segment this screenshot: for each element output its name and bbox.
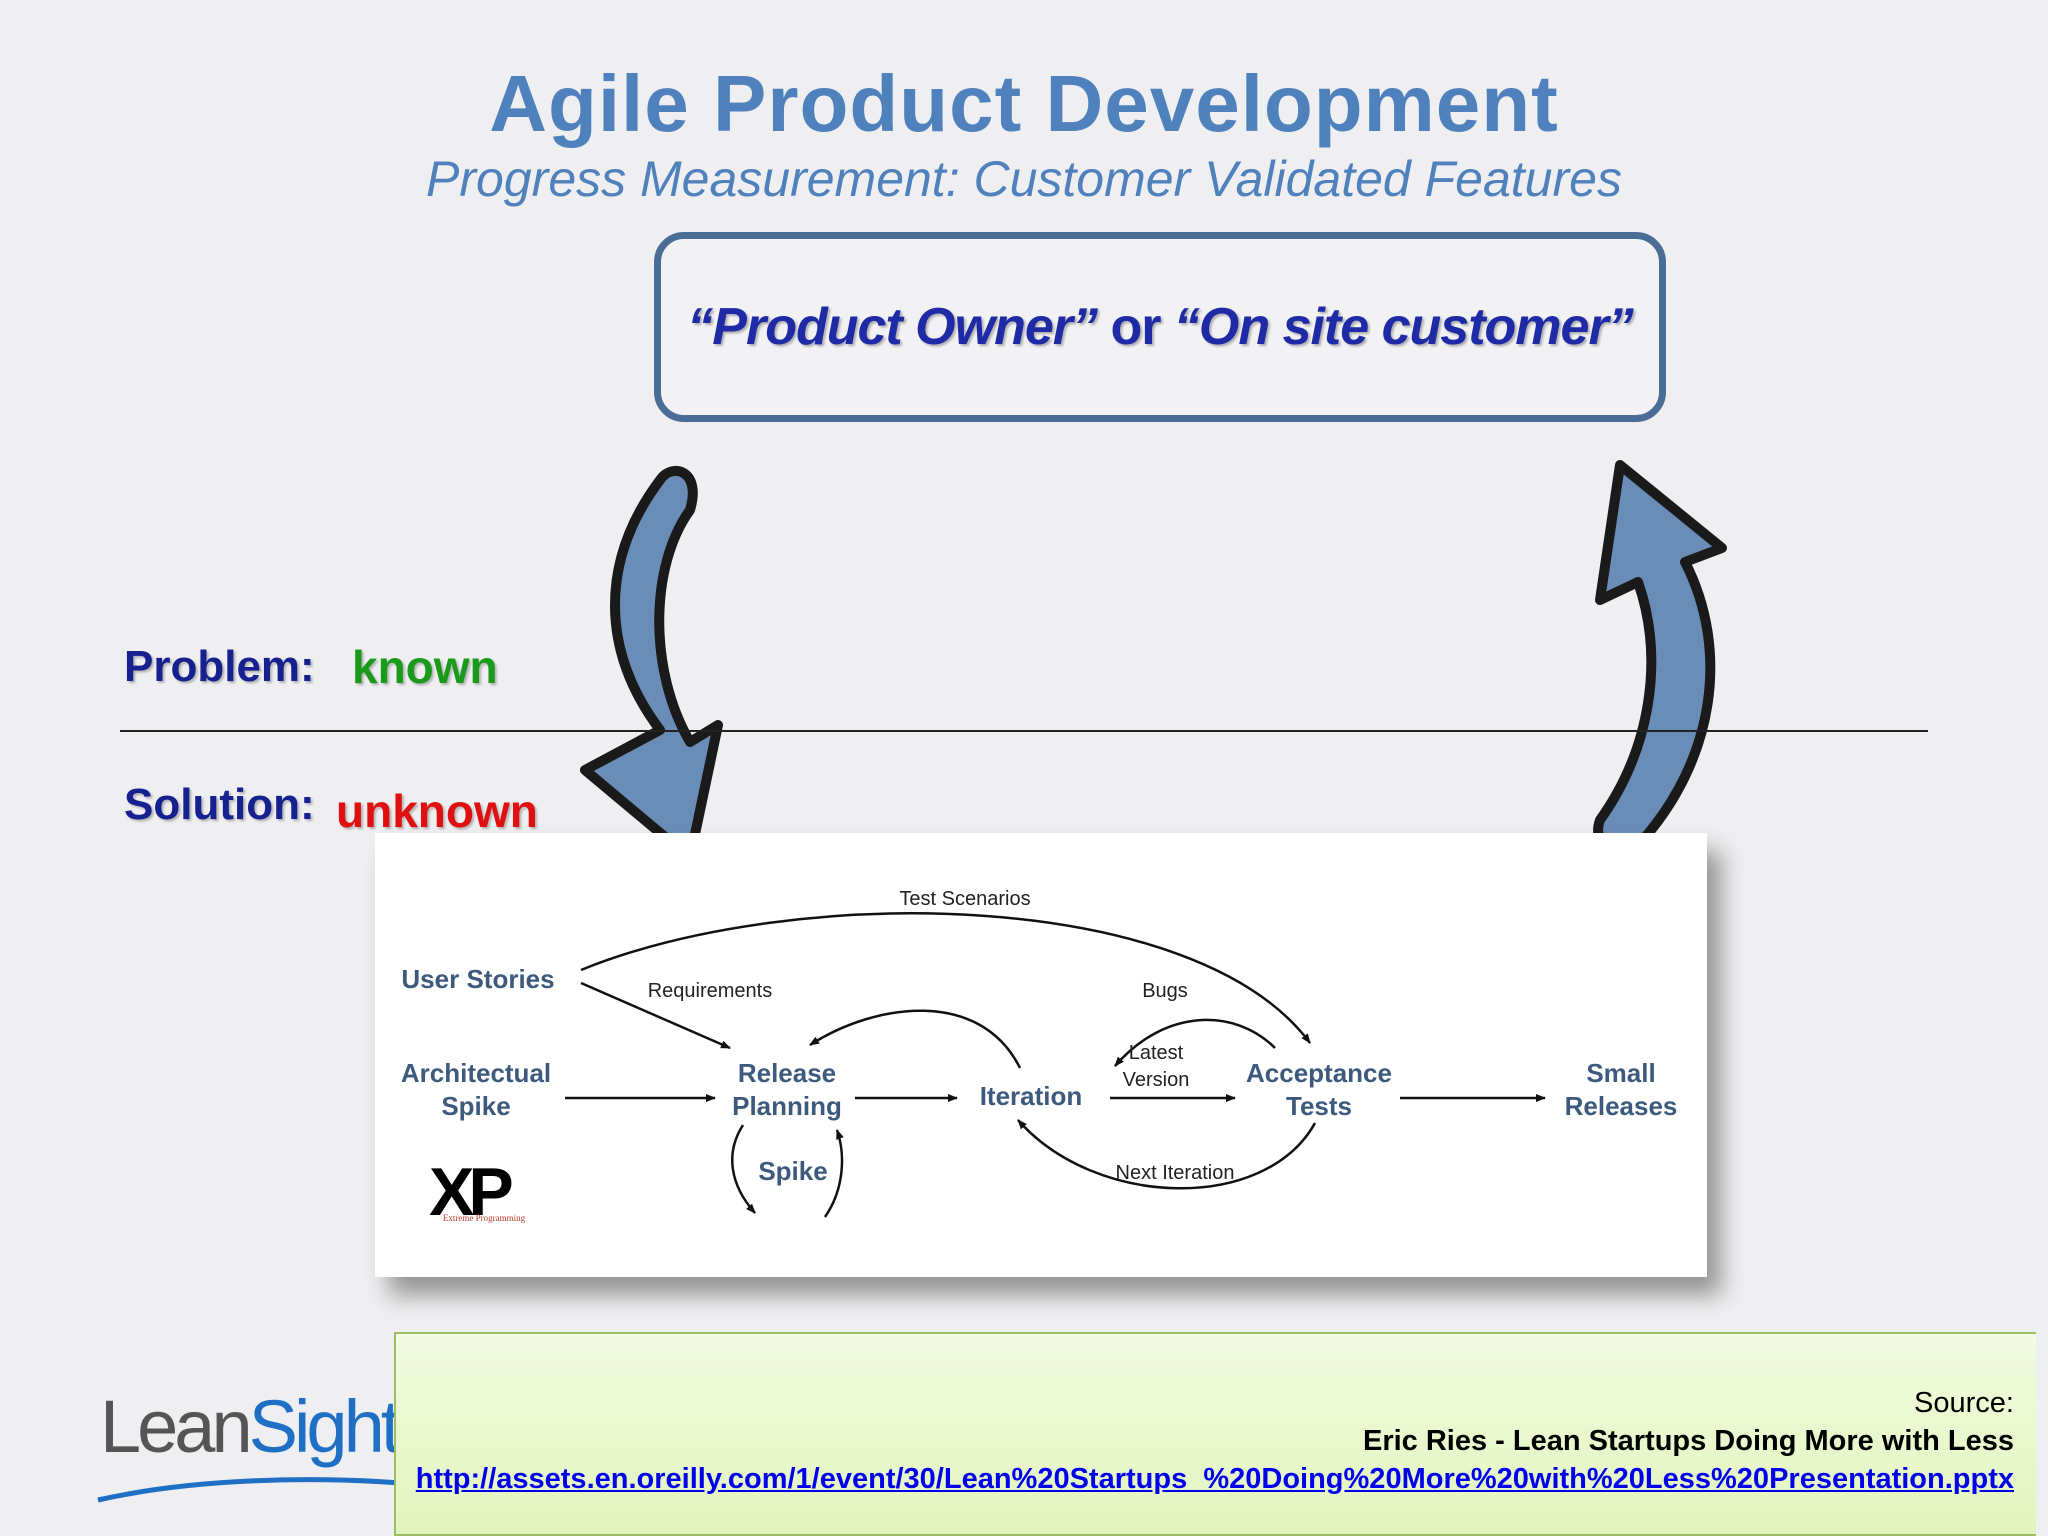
- source-link[interactable]: http://assets.en.oreilly.com/1/event/30/…: [415, 1463, 2014, 1495]
- or-word: or: [1097, 298, 1174, 356]
- up-arrow-icon: [1593, 460, 1727, 855]
- node-spike: Spike: [758, 1156, 827, 1186]
- edge-requirements: [580, 981, 731, 1050]
- edge-bugs: [1114, 1018, 1276, 1067]
- logo-swoosh-icon: [97, 1477, 415, 1503]
- logo-sight: Sight: [248, 1385, 402, 1468]
- node-tests: Tests: [1286, 1091, 1352, 1121]
- node-user-stories: User Stories: [401, 964, 554, 994]
- xp-diagram-panel: User Stories Architectual Spike Release …: [375, 833, 1707, 1277]
- feedback-arrows: [580, 460, 1727, 863]
- source-reference: Eric Ries - Lean Startups Doing More wit…: [1362, 1425, 2014, 1457]
- source-label: Source:: [1914, 1387, 2014, 1419]
- solution-label: Solution:: [124, 780, 315, 829]
- edge-test-scenarios: [580, 912, 1312, 1044]
- label-latest: Latest: [1129, 1042, 1184, 1064]
- down-arrow-icon: [580, 465, 723, 863]
- node-iteration: Iteration: [980, 1081, 1083, 1111]
- label-requirements: Requirements: [648, 980, 773, 1002]
- problem-label: Problem:: [124, 642, 315, 691]
- node-release: Release: [738, 1058, 836, 1088]
- node-acceptance: Acceptance: [1246, 1058, 1392, 1088]
- source-text: Source: Eric Ries - Lean Startups Doing …: [416, 1384, 2014, 1498]
- on-site-customer-quote: “On site customer”: [1173, 298, 1634, 356]
- source-note: Source: Eric Ries - Lean Startups Doing …: [394, 1332, 2036, 1536]
- node-releases: Releases: [1565, 1091, 1678, 1121]
- node-architectual: Architectual: [401, 1058, 551, 1088]
- node-small: Small: [1586, 1058, 1655, 1088]
- xp-logo-icon: XP Extreme Programming: [429, 1154, 526, 1230]
- label-test-scenarios: Test Scenarios: [899, 888, 1030, 910]
- edge-iteration-to-release: [809, 1009, 1022, 1069]
- problem-value: known: [352, 641, 498, 693]
- svg-text:XP: XP: [429, 1154, 512, 1230]
- product-owner-text: “Product Owner” or “On site customer”: [687, 297, 1634, 357]
- label-version: Version: [1123, 1069, 1190, 1091]
- xp-diagram: User Stories Architectual Spike Release …: [401, 888, 1678, 1230]
- product-owner-box: “Product Owner” or “On site customer”: [654, 232, 1666, 422]
- label-next-iteration: Next Iteration: [1116, 1162, 1235, 1184]
- label-bugs: Bugs: [1142, 980, 1188, 1002]
- product-owner-quote: “Product Owner”: [687, 298, 1098, 356]
- node-planning: Planning: [732, 1091, 842, 1121]
- logo-lean: Lean: [100, 1385, 253, 1468]
- edge-next-iteration: [1017, 1119, 1317, 1190]
- problem-solution-divider: [120, 730, 1928, 732]
- node-spike-arch: Spike: [441, 1091, 510, 1121]
- edge-spike-loop-left: [731, 1124, 756, 1214]
- leansight-logo: LeanSight: [100, 1384, 402, 1469]
- slide-title: Agile Product Development: [489, 59, 1559, 148]
- slide-subtitle: Progress Measurement: Customer Validated…: [426, 151, 1622, 207]
- solution-value: unknown: [336, 785, 538, 837]
- svg-text:Extreme Programming: Extreme Programming: [443, 1213, 526, 1223]
- edge-spike-loop-right: [823, 1129, 844, 1218]
